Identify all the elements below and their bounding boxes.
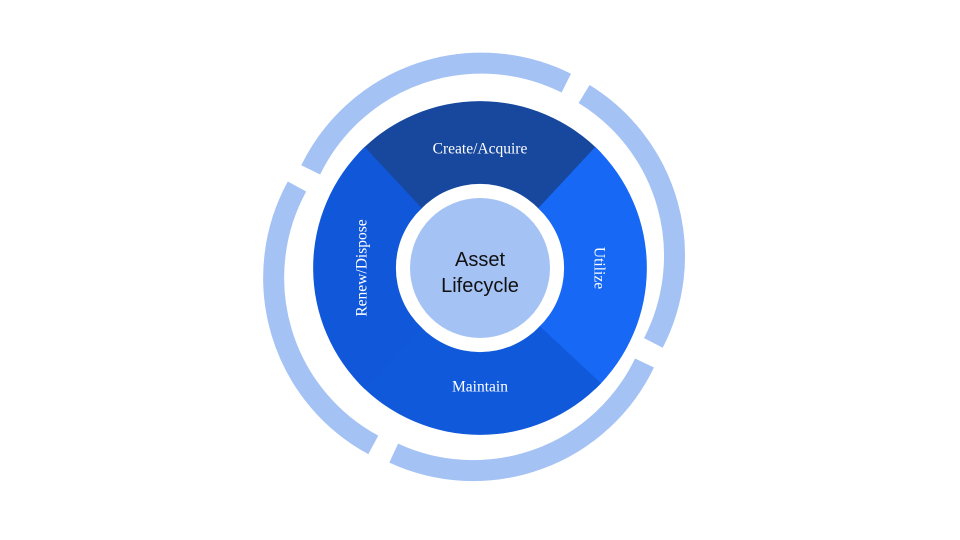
outer-ring-arc-1: [389, 358, 654, 482]
segment-utilize-shape[interactable]: [538, 146, 647, 390]
outer-ring-arc-2: [263, 181, 379, 455]
outer-ring-arc-4: [578, 85, 686, 348]
segment-create-acquire-label: Create/Acquire: [433, 141, 528, 158]
hub-circle[interactable]: [410, 198, 550, 338]
outer-ring-arc-3: [301, 52, 571, 175]
segment-utilize[interactable]: Utilize: [538, 146, 647, 390]
hub-label-line2: Lifecycle: [441, 275, 519, 297]
outer-ring-group: [263, 52, 686, 482]
segment-maintain-shape[interactable]: [358, 326, 602, 435]
segment-renew-dispose-shape[interactable]: [313, 146, 422, 390]
segment-maintain-label: Maintain: [452, 379, 508, 396]
hub-label-line1: Asset: [455, 249, 505, 271]
segment-renew-dispose[interactable]: Renew/Dispose: [313, 146, 422, 390]
segment-utilize-label: Utilize: [590, 247, 607, 289]
segment-maintain[interactable]: Maintain: [358, 326, 602, 435]
segment-create-acquire[interactable]: Create/Acquire: [358, 101, 602, 210]
segment-renew-dispose-label: Renew/Dispose: [354, 219, 371, 316]
segment-create-acquire-shape[interactable]: [358, 101, 602, 210]
